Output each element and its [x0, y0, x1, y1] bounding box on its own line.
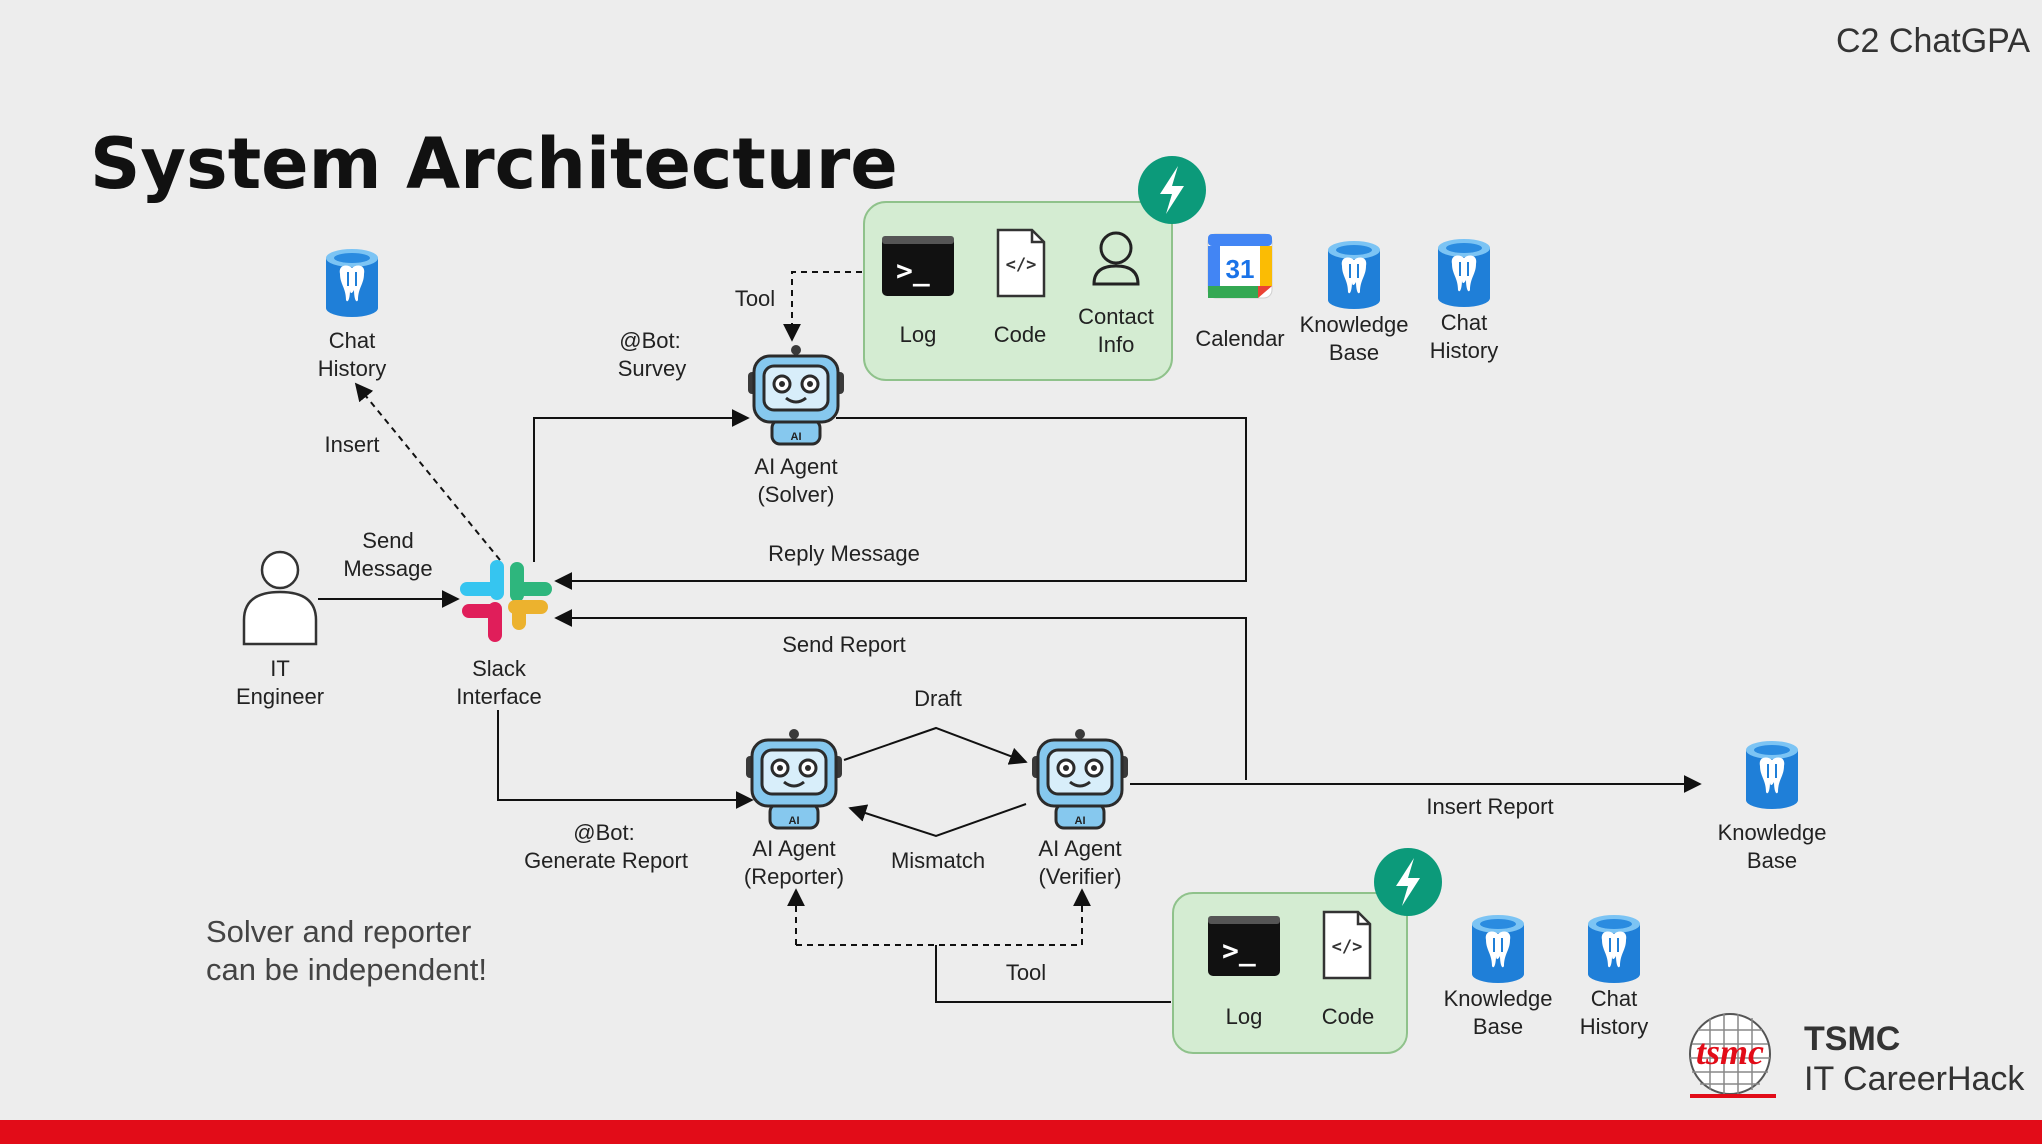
chat-bottom-label-1: Chat — [1591, 986, 1637, 1011]
draft-label: Draft — [914, 686, 962, 711]
kb-top-db-icon — [1327, 240, 1381, 310]
verifier-robot-icon — [1030, 727, 1130, 830]
reporter-label-2: (Reporter) — [744, 864, 844, 889]
mismatch-arrow — [848, 803, 1027, 838]
insert-label: Insert — [324, 432, 379, 457]
reporter-label-1: AI Agent — [752, 836, 835, 861]
kb-top-label-2: Base — [1329, 340, 1379, 365]
tool-contact-label-2: Info — [1098, 332, 1135, 357]
bot-generate-label-1: @Bot: — [573, 820, 634, 845]
insert-report-label: Insert Report — [1426, 794, 1553, 819]
bot-generate-label-2: Generate Report — [524, 848, 688, 873]
it-engineer-label-2: Engineer — [236, 684, 324, 709]
tool-log-label: Log — [900, 322, 937, 347]
calendar-label: Calendar — [1195, 326, 1284, 351]
kb-top-label-1: Knowledge — [1300, 312, 1409, 337]
footer-accent-bar — [0, 1120, 2042, 1144]
survey-arrow — [533, 409, 750, 562]
code-file-icon-bottom — [1322, 910, 1372, 980]
note-line-1: Solver and reporter — [206, 914, 471, 949]
tool-top-label: Tool — [735, 286, 775, 311]
tool-bottom-link — [935, 945, 1171, 1003]
log-terminal-icon-bottom — [1208, 916, 1280, 976]
it-engineer-label-1: IT — [270, 656, 290, 681]
solver-label-1: AI Agent — [754, 454, 837, 479]
code-file-icon — [996, 228, 1046, 298]
chat-history-db-icon — [325, 248, 379, 318]
kb-right-label-1: Knowledge — [1718, 820, 1827, 845]
chat-top-label-1: Chat — [1441, 310, 1487, 335]
calendar-day: 31 — [1226, 254, 1255, 284]
chat-history-label-2: History — [318, 356, 386, 381]
slack-label-2: Interface — [456, 684, 542, 709]
reply-message-arrow — [554, 417, 1247, 590]
draft-arrow — [843, 726, 1028, 765]
kb-bottom-db-icon — [1471, 914, 1525, 984]
tsmc-logo: tsmc — [1689, 1013, 1776, 1098]
verifier-label-1: AI Agent — [1038, 836, 1121, 861]
send-message-label-1: Send — [362, 528, 413, 553]
brand-name: TSMC — [1804, 1020, 1900, 1058]
tool-code-label: Code — [994, 322, 1047, 347]
slack-icon — [460, 560, 552, 642]
tool-bottom-label: Tool — [1006, 960, 1046, 985]
chat-top-db-icon — [1437, 238, 1491, 308]
course-label: C2 ChatGPA — [1836, 22, 2030, 60]
chat-bottom-label-2: History — [1580, 1014, 1648, 1039]
verifier-label-2: (Verifier) — [1038, 864, 1121, 889]
kb-bottom-label-2: Base — [1473, 1014, 1523, 1039]
chat-history-label-1: Chat — [329, 328, 375, 353]
solver-robot-icon — [746, 343, 846, 446]
slack-label-1: Slack — [472, 656, 527, 681]
send-report-arrow — [554, 609, 1247, 780]
bot-survey-label-1: @Bot: — [619, 328, 680, 353]
lightning-bolt-icon-bottom — [1374, 848, 1442, 916]
solver-label-2: (Solver) — [757, 482, 834, 507]
bot-survey-label-2: Survey — [618, 356, 686, 381]
kb-bottom-label-1: Knowledge — [1444, 986, 1553, 1011]
tool-bottom-code-label: Code — [1322, 1004, 1375, 1029]
google-calendar-icon: 31 — [1207, 233, 1273, 299]
send-report-label: Send Report — [782, 632, 906, 657]
contact-person-icon — [1092, 231, 1140, 286]
reporter-robot-icon — [744, 727, 844, 830]
tool-contact-label-1: Contact — [1078, 304, 1154, 329]
reply-message-label: Reply Message — [768, 541, 920, 566]
brand-subtitle: IT CareerHack — [1804, 1060, 2025, 1098]
chat-bottom-db-icon — [1587, 914, 1641, 984]
tool-top-arrow — [783, 271, 862, 342]
send-message-label-2: Message — [343, 556, 432, 581]
log-terminal-icon — [882, 236, 954, 296]
chat-top-label-2: History — [1430, 338, 1498, 363]
lightning-bolt-icon — [1138, 156, 1206, 224]
tool-bottom-log-label: Log — [1226, 1004, 1263, 1029]
user-icon — [242, 550, 318, 646]
mismatch-label: Mismatch — [891, 848, 985, 873]
knowledge-base-db-icon — [1745, 740, 1799, 810]
page-title: System Architecture — [90, 123, 898, 205]
tsmc-logo-text: tsmc — [1696, 1032, 1764, 1072]
kb-right-label-2: Base — [1747, 848, 1797, 873]
insert-arrow — [354, 382, 501, 561]
tools-box-bottom — [1172, 892, 1408, 1054]
note-line-2: can be independent! — [206, 952, 487, 987]
generate-report-arrow — [497, 710, 754, 809]
